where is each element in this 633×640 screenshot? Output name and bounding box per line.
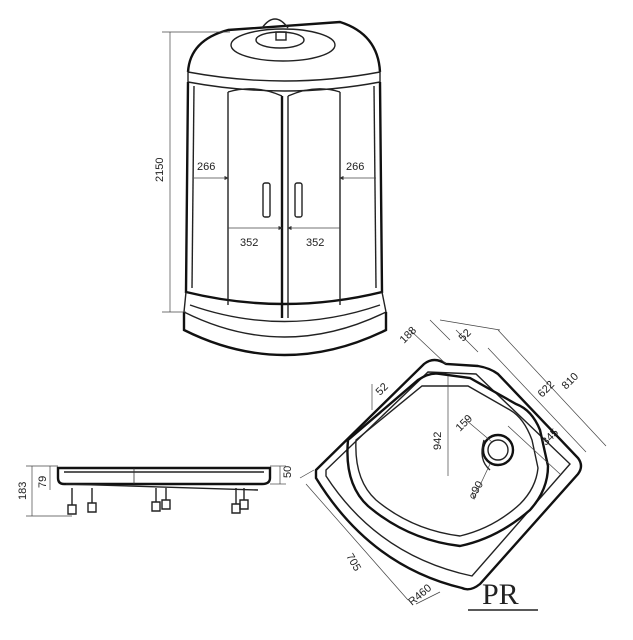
cabin-roof-rim (187, 71, 381, 92)
plan-dim-622-label: 622 (536, 379, 557, 400)
height-2150-label: 2150 (154, 158, 166, 182)
tray-rim-inner (325, 371, 571, 577)
plan-dim-52-left-label: 52 (374, 381, 391, 398)
logo-text: PR (482, 578, 519, 611)
rain-shower-bowl (230, 28, 336, 62)
left-frame (191, 85, 195, 289)
drain-icon (481, 433, 515, 467)
tray-rim-50-label: 50 (282, 466, 294, 478)
left-door-top (227, 88, 283, 97)
plan-dim-705-label: 705 (343, 552, 363, 574)
shower-head-icon (275, 31, 287, 41)
tray-line (189, 304, 381, 323)
right-door-top (287, 88, 341, 97)
plan-dim-942-label: 942 (432, 432, 444, 450)
plan-dim-159-label: 159 (454, 413, 475, 434)
side-panel-right-label: 266 (346, 161, 364, 173)
cabin-tray (183, 291, 387, 338)
shower-hose-top (261, 18, 289, 29)
tray-height-183-label: 183 (17, 482, 29, 500)
tray-basin-inner (355, 385, 539, 537)
brand-logo: PR (468, 578, 538, 611)
plan-dim-810-label: 810 (560, 371, 581, 392)
plan-dim-188-label: 188 (398, 325, 419, 346)
right-door-handle-icon (294, 182, 303, 218)
front-view-dimensions: 2150 266 266 352 352 (154, 31, 376, 313)
cabin-roof (186, 20, 382, 73)
tray-side-body (56, 466, 272, 486)
tray-basin (346, 372, 550, 548)
drain-diameter-label: ⌀90 (466, 479, 486, 501)
tray-legs (67, 488, 249, 515)
tray-front (182, 312, 388, 357)
door-right-label: 352 (306, 237, 324, 249)
plan-view-tray: 188 52 810 622 345 52 942 159 ⌀90 705 R4… (299, 319, 607, 608)
front-view-cabin (182, 18, 388, 357)
left-door-handle-icon (262, 182, 271, 218)
plan-radius-label: R460 (406, 582, 434, 608)
side-panel-left-label: 266 (197, 161, 215, 173)
plan-dim-52-top-label: 52 (457, 327, 474, 344)
tray-frame (65, 483, 259, 491)
cabin-body-outline (184, 81, 384, 306)
right-frame (373, 85, 377, 289)
side-view-tray: 183 79 50 (17, 465, 294, 517)
door-left-label: 352 (240, 237, 258, 249)
tray-depth-79-label: 79 (37, 476, 49, 488)
